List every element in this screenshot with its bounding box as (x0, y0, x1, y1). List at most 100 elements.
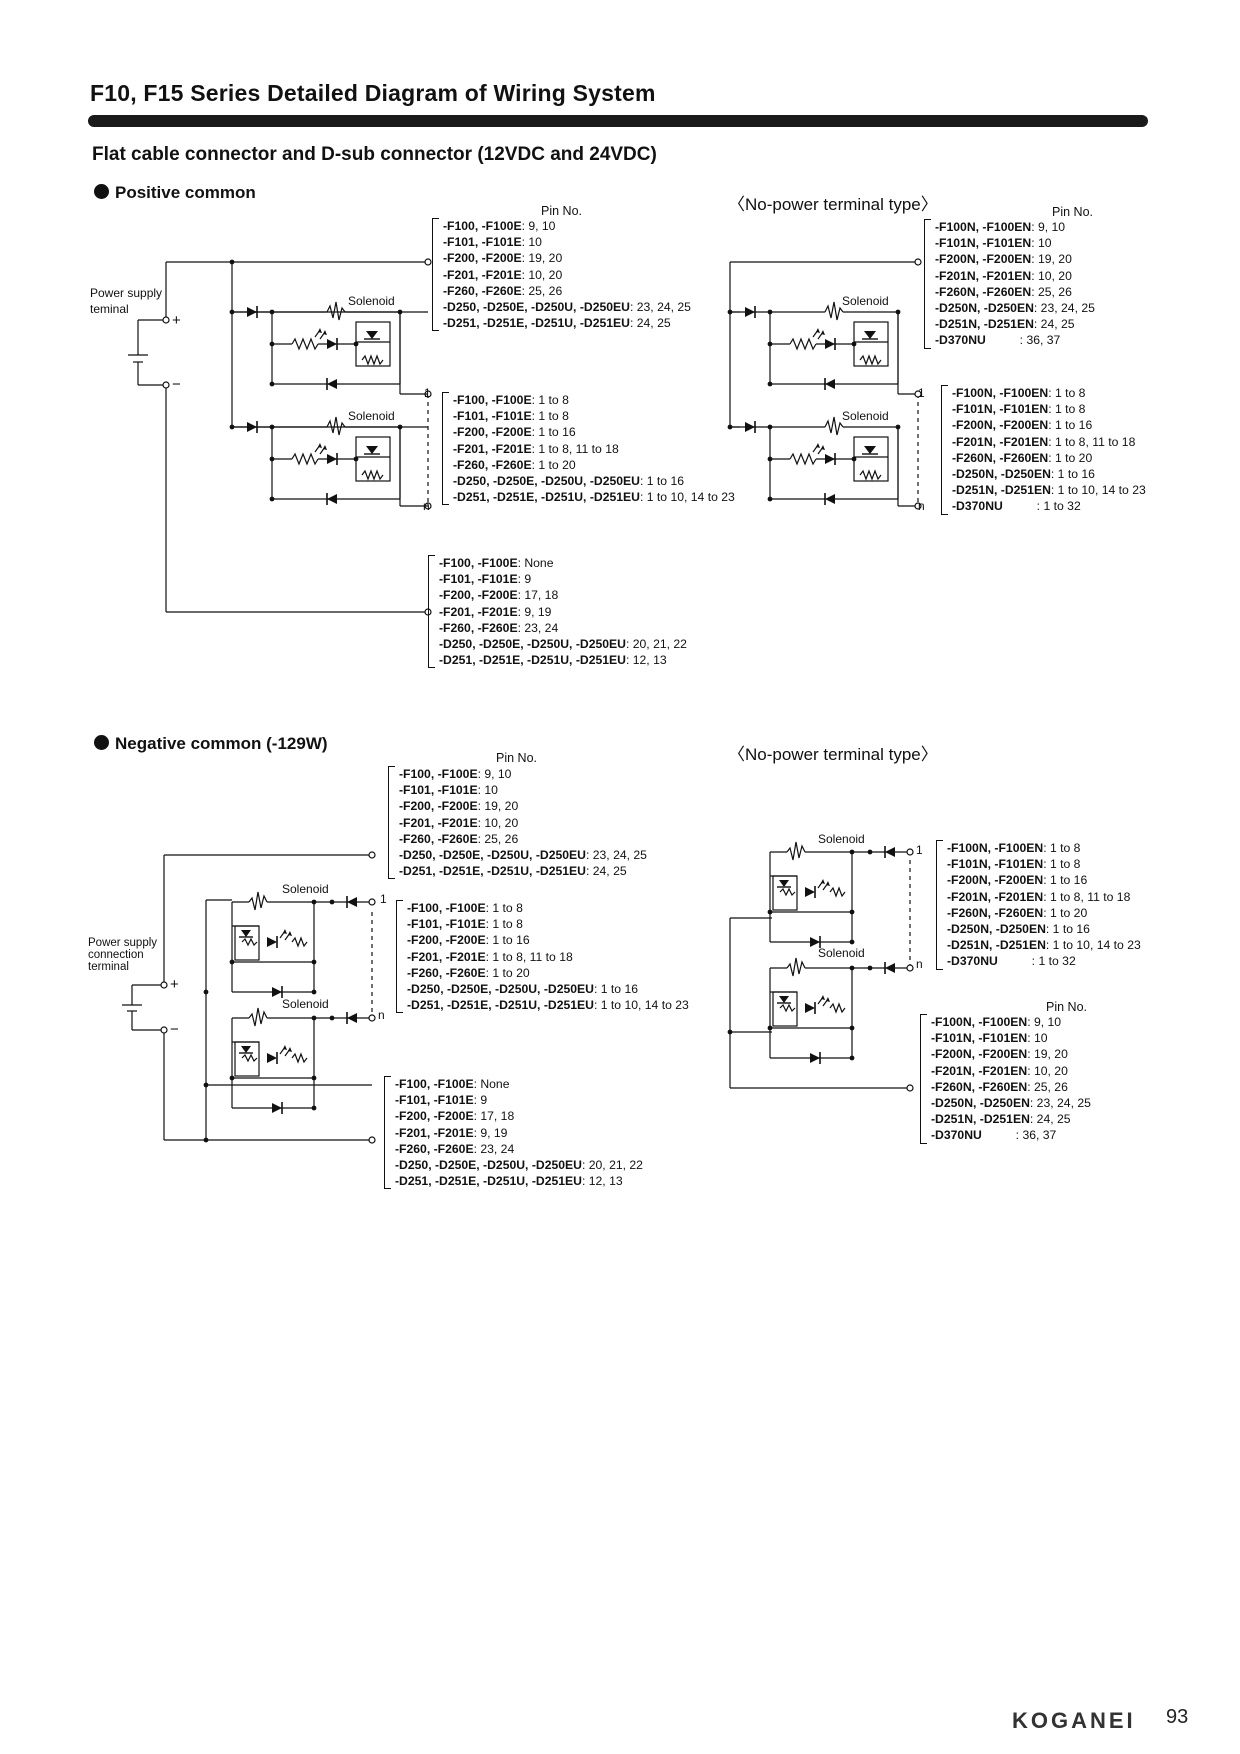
positive-left-bottom-pin-list: -F100, -F100E: None-F101, -F101E: 9-F200… (428, 555, 687, 669)
positive-right-term-1: 1 (918, 386, 925, 400)
pin-list-row: -F200N, -F200EN: 1 to 16 (952, 417, 1146, 433)
model-codes: -D250, -D250E, -D250U, -D250EU (395, 1158, 582, 1173)
positive-common-heading: Positive common (94, 183, 256, 203)
pin-numbers: : 10 (521, 235, 542, 250)
pin-numbers: : 9, 10 (521, 219, 556, 233)
negative-left-pin-no-label: Pin No. (496, 751, 537, 765)
model-codes: -D251N, -D251EN (931, 1112, 1030, 1127)
title-rule (88, 115, 1148, 127)
model-codes: -D370NU (931, 1128, 982, 1143)
pin-numbers: : 24, 25 (585, 864, 627, 879)
model-codes: -D250, -D250E, -D250U, -D250EU (439, 637, 626, 652)
bracket-tick (942, 385, 948, 386)
pin-list-row: -F201N, -F201EN: 1 to 8, 11 to 18 (952, 434, 1146, 450)
positive-right-pin-no-label: Pin No. (1052, 205, 1093, 219)
pin-numbers: : 17, 18 (473, 1109, 515, 1124)
pin-list-row: -D251N, -D251EN: 1 to 10, 14 to 23 (947, 937, 1141, 953)
pin-list-row: -D251, -D251E, -D251U, -D251EU: 12, 13 (439, 652, 687, 668)
bracket-tick (921, 1142, 927, 1144)
negative-left-mid-pin-list: -F100, -F100E: 1 to 8-F101, -F101E: 1 to… (396, 900, 689, 1014)
pin-list-row: -F200N, -F200EN: 19, 20 (935, 251, 1095, 267)
pin-numbers: : 1 to 10, 14 to 23 (1050, 483, 1146, 498)
pin-numbers: : 1 to 32 (1002, 499, 1081, 514)
pin-list-row: -F260, -F260E: 1 to 20 (453, 457, 735, 473)
model-codes: -F201, -F201E (399, 815, 478, 830)
pin-numbers: : 12, 13 (625, 653, 667, 668)
pin-numbers: : 10, 20 (1031, 268, 1072, 283)
pin-list-row: -D250, -D250E, -D250U, -D250EU: 20, 21, … (439, 636, 687, 652)
positive-right-top-pin-list: -F100N, -F100EN: 9, 10-F101N, -F101EN: 1… (924, 219, 1095, 349)
pin-list-row: -F260N, -F260EN: 1 to 20 (947, 905, 1141, 921)
pin-numbers: : 23, 24 (473, 1141, 515, 1156)
pin-numbers: : 1 to 20 (1048, 450, 1093, 465)
pin-list-row: -F100N, -F100EN: 9, 10 (935, 219, 1095, 235)
pin-list-row: -F201N, -F201EN: 10, 20 (935, 268, 1095, 284)
positive-no-power-heading: 〈No-power terminal type〉 (728, 195, 938, 214)
bracket-tick (429, 555, 435, 556)
model-codes: -F101, -F101E (453, 409, 532, 424)
negative-left-bottom-pin-list: -F100, -F100E: None-F101, -F101E: 9-F200… (384, 1076, 643, 1190)
pin-list-row: -D250N, -D250EN: 1 to 16 (947, 921, 1141, 937)
model-codes: -F100, -F100E (399, 767, 478, 781)
model-codes: -F260N, -F260EN (947, 905, 1044, 920)
pin-numbers: : 23, 24, 25 (1033, 301, 1095, 316)
positive-right-term-n: n (918, 499, 925, 513)
pin-list-row: -D251, -D251E, -D251U, -D251EU: 12, 13 (395, 1173, 643, 1189)
bracket-tick (443, 392, 449, 393)
model-codes: -F201, -F201E (443, 267, 522, 282)
pin-list-row: -F260N, -F260EN: 1 to 20 (952, 450, 1146, 466)
pin-numbers: : 1 to 8, 11 to 18 (531, 441, 619, 456)
pin-numbers: : 10 (1027, 1031, 1048, 1046)
pin-list-row: -D250N, -D250EN: 23, 24, 25 (931, 1095, 1091, 1111)
model-codes: -F200, -F200E (407, 933, 486, 948)
model-codes: -F101N, -F101EN (947, 857, 1044, 872)
pin-numbers: : 24, 25 (1029, 1112, 1071, 1127)
model-codes: -D251N, -D251EN (935, 317, 1034, 332)
pin-numbers: : 10 (1031, 236, 1052, 251)
pin-numbers: : 1 to 16 (1043, 873, 1088, 888)
positive-left-pin-no-label: Pin No. (541, 204, 582, 218)
pin-numbers: : 20, 21, 22 (581, 1158, 643, 1173)
negative-right-pin-no-label: Pin No. (1046, 1000, 1087, 1014)
pin-list-row: -D251N, -D251EN: 24, 25 (931, 1111, 1091, 1127)
pin-numbers: : 36, 37 (985, 333, 1061, 348)
page-number: 93 (1166, 1706, 1189, 1728)
model-codes: -F260N, -F260EN (935, 284, 1032, 299)
pin-numbers: : 1 to 20 (531, 457, 576, 472)
pin-list-row: -D251N, -D251EN: 1 to 10, 14 to 23 (952, 482, 1146, 498)
pin-numbers: : 1 to 8 (1043, 841, 1081, 855)
model-codes: -D250N, -D250EN (935, 301, 1034, 316)
pin-numbers: : 1 to 16 (593, 982, 639, 997)
bullet-icon (94, 735, 109, 750)
positive-left-solenoid-n: Solenoid (348, 409, 395, 423)
pin-list-row: -D370NU : 36, 37 (931, 1127, 1091, 1143)
pin-list-row: -F101N, -F101EN: 1 to 8 (947, 856, 1141, 872)
positive-plus-sign: + (172, 312, 181, 329)
pin-list-row: -D251, -D251E, -D251U, -D251EU: 1 to 10,… (453, 489, 735, 505)
pin-list-row: -D250N, -D250EN: 1 to 16 (952, 466, 1146, 482)
pin-numbers: : 25, 26 (521, 283, 563, 298)
pin-list-row: -F201N, -F201EN: 1 to 8, 11 to 18 (947, 889, 1141, 905)
pin-numbers: : 9, 10 (1031, 220, 1066, 234)
bracket-tick (937, 840, 943, 841)
bracket-tick (433, 330, 439, 332)
pin-numbers: : 10, 20 (521, 267, 563, 282)
positive-left-solenoid-1: Solenoid (348, 294, 395, 308)
pin-numbers: : 1 to 20 (485, 965, 530, 980)
pin-list-row: -F100, -F100E: None (439, 555, 687, 571)
pin-list-row: -F101, -F101E: 1 to 8 (407, 916, 689, 932)
model-codes: -F101, -F101E (407, 917, 486, 932)
pin-list-row: -F200, -F200E: 17, 18 (395, 1108, 643, 1124)
pin-list-row: -F201, -F201E: 1 to 8, 11 to 18 (453, 441, 735, 457)
model-codes: -F200, -F200E (439, 588, 518, 603)
pin-list-row: -F100, -F100E: 1 to 8 (407, 900, 689, 916)
model-codes: -F200, -F200E (453, 425, 532, 440)
negative-supply-label-3: terminal (88, 961, 129, 973)
model-codes: -F200, -F200E (443, 251, 522, 266)
pin-numbers: : 1 to 8, 11 to 18 (1043, 889, 1131, 904)
pin-numbers: : None (473, 1077, 510, 1091)
negative-right-circuit (729, 860, 911, 1089)
pin-numbers: : 24, 25 (1033, 317, 1075, 332)
model-codes: -F200N, -F200EN (935, 252, 1032, 267)
bracket-tick (429, 667, 435, 669)
